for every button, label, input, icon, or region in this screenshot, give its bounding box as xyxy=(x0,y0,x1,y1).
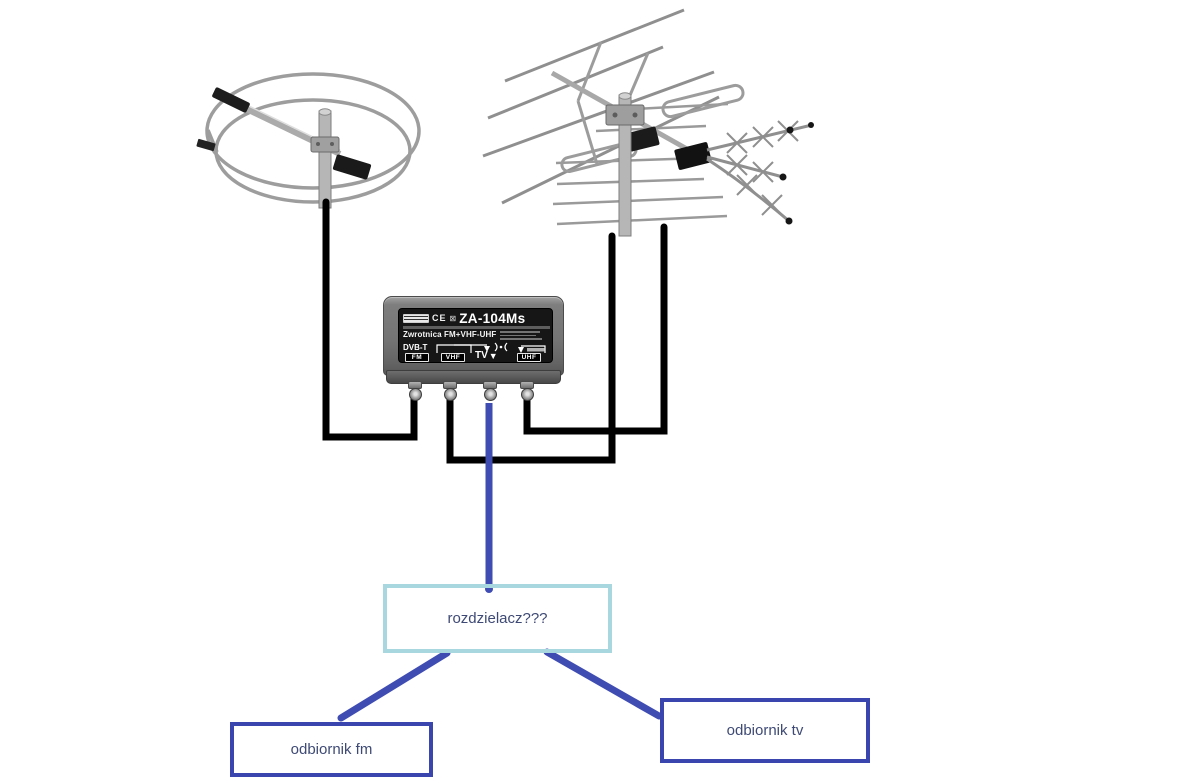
tv-antenna-balun-vhf xyxy=(626,126,660,152)
weee-icon: ⊠ xyxy=(449,313,457,323)
tv-antenna-mast-clamp xyxy=(605,104,645,126)
splitter-box: rozdzielacz??? xyxy=(383,584,612,653)
fm-antenna-left-bracket xyxy=(196,138,216,152)
splitter-label: rozdzielacz??? xyxy=(447,610,548,627)
fm-antenna-coax-cable xyxy=(322,198,418,441)
port-label-uhf: UHF xyxy=(517,353,541,362)
fm-antenna-mast-clamp xyxy=(310,136,340,153)
down-arrow-icon: ▼ xyxy=(488,350,498,361)
brand-logo-icon xyxy=(403,313,429,323)
routing-diagram-icon xyxy=(436,342,547,353)
address-text-line xyxy=(403,326,550,329)
tv-receiver-box: odbiornik tv xyxy=(660,698,870,763)
ce-mark: CE xyxy=(432,313,447,323)
fm-antenna-balun xyxy=(332,154,372,180)
fm-antenna-mast xyxy=(318,110,332,209)
tv-antenna-illustration xyxy=(482,8,814,237)
tv-antenna-vhf-coax-cable xyxy=(446,232,616,464)
combiner-base-flange xyxy=(386,370,561,384)
spec-text-lines xyxy=(500,330,551,340)
uhf-input-connector xyxy=(520,381,534,401)
tv-antenna-uhf-coax-cable xyxy=(523,223,668,435)
fm-antenna-illustration xyxy=(196,72,421,209)
splitter-to-fm-receiver-line xyxy=(337,649,451,722)
tv-output-connector xyxy=(483,381,497,401)
fm-antenna-clamp xyxy=(212,87,250,113)
dvbt-label: DVB-T xyxy=(403,342,428,352)
splitter-to-tv-receiver-line xyxy=(543,648,663,720)
vhf-input-connector xyxy=(443,381,457,401)
model-number: ZA-104Ms xyxy=(459,310,526,326)
port-label-vhf: VHF xyxy=(441,353,465,362)
port-label-fm: FM xyxy=(405,353,429,362)
fm-receiver-box: odbiornik fm xyxy=(230,722,433,777)
fm-input-connector xyxy=(408,381,422,401)
tv-antenna-balun-uhf xyxy=(674,142,712,170)
port-label-tv: TV▼ xyxy=(475,350,498,361)
combiner-body: CE ⊠ ZA-104Ms Zwrotnica FM+VHF-UHF DVB-T xyxy=(383,296,564,376)
combiner-label: CE ⊠ ZA-104Ms Zwrotnica FM+VHF-UHF DVB-T xyxy=(398,308,553,363)
combiner-device: CE ⊠ ZA-104Ms Zwrotnica FM+VHF-UHF DVB-T xyxy=(383,296,564,406)
product-title: Zwrotnica FM+VHF-UHF xyxy=(403,330,497,339)
tv-receiver-label: odbiornik tv xyxy=(726,722,804,739)
fm-receiver-label: odbiornik fm xyxy=(290,741,373,758)
